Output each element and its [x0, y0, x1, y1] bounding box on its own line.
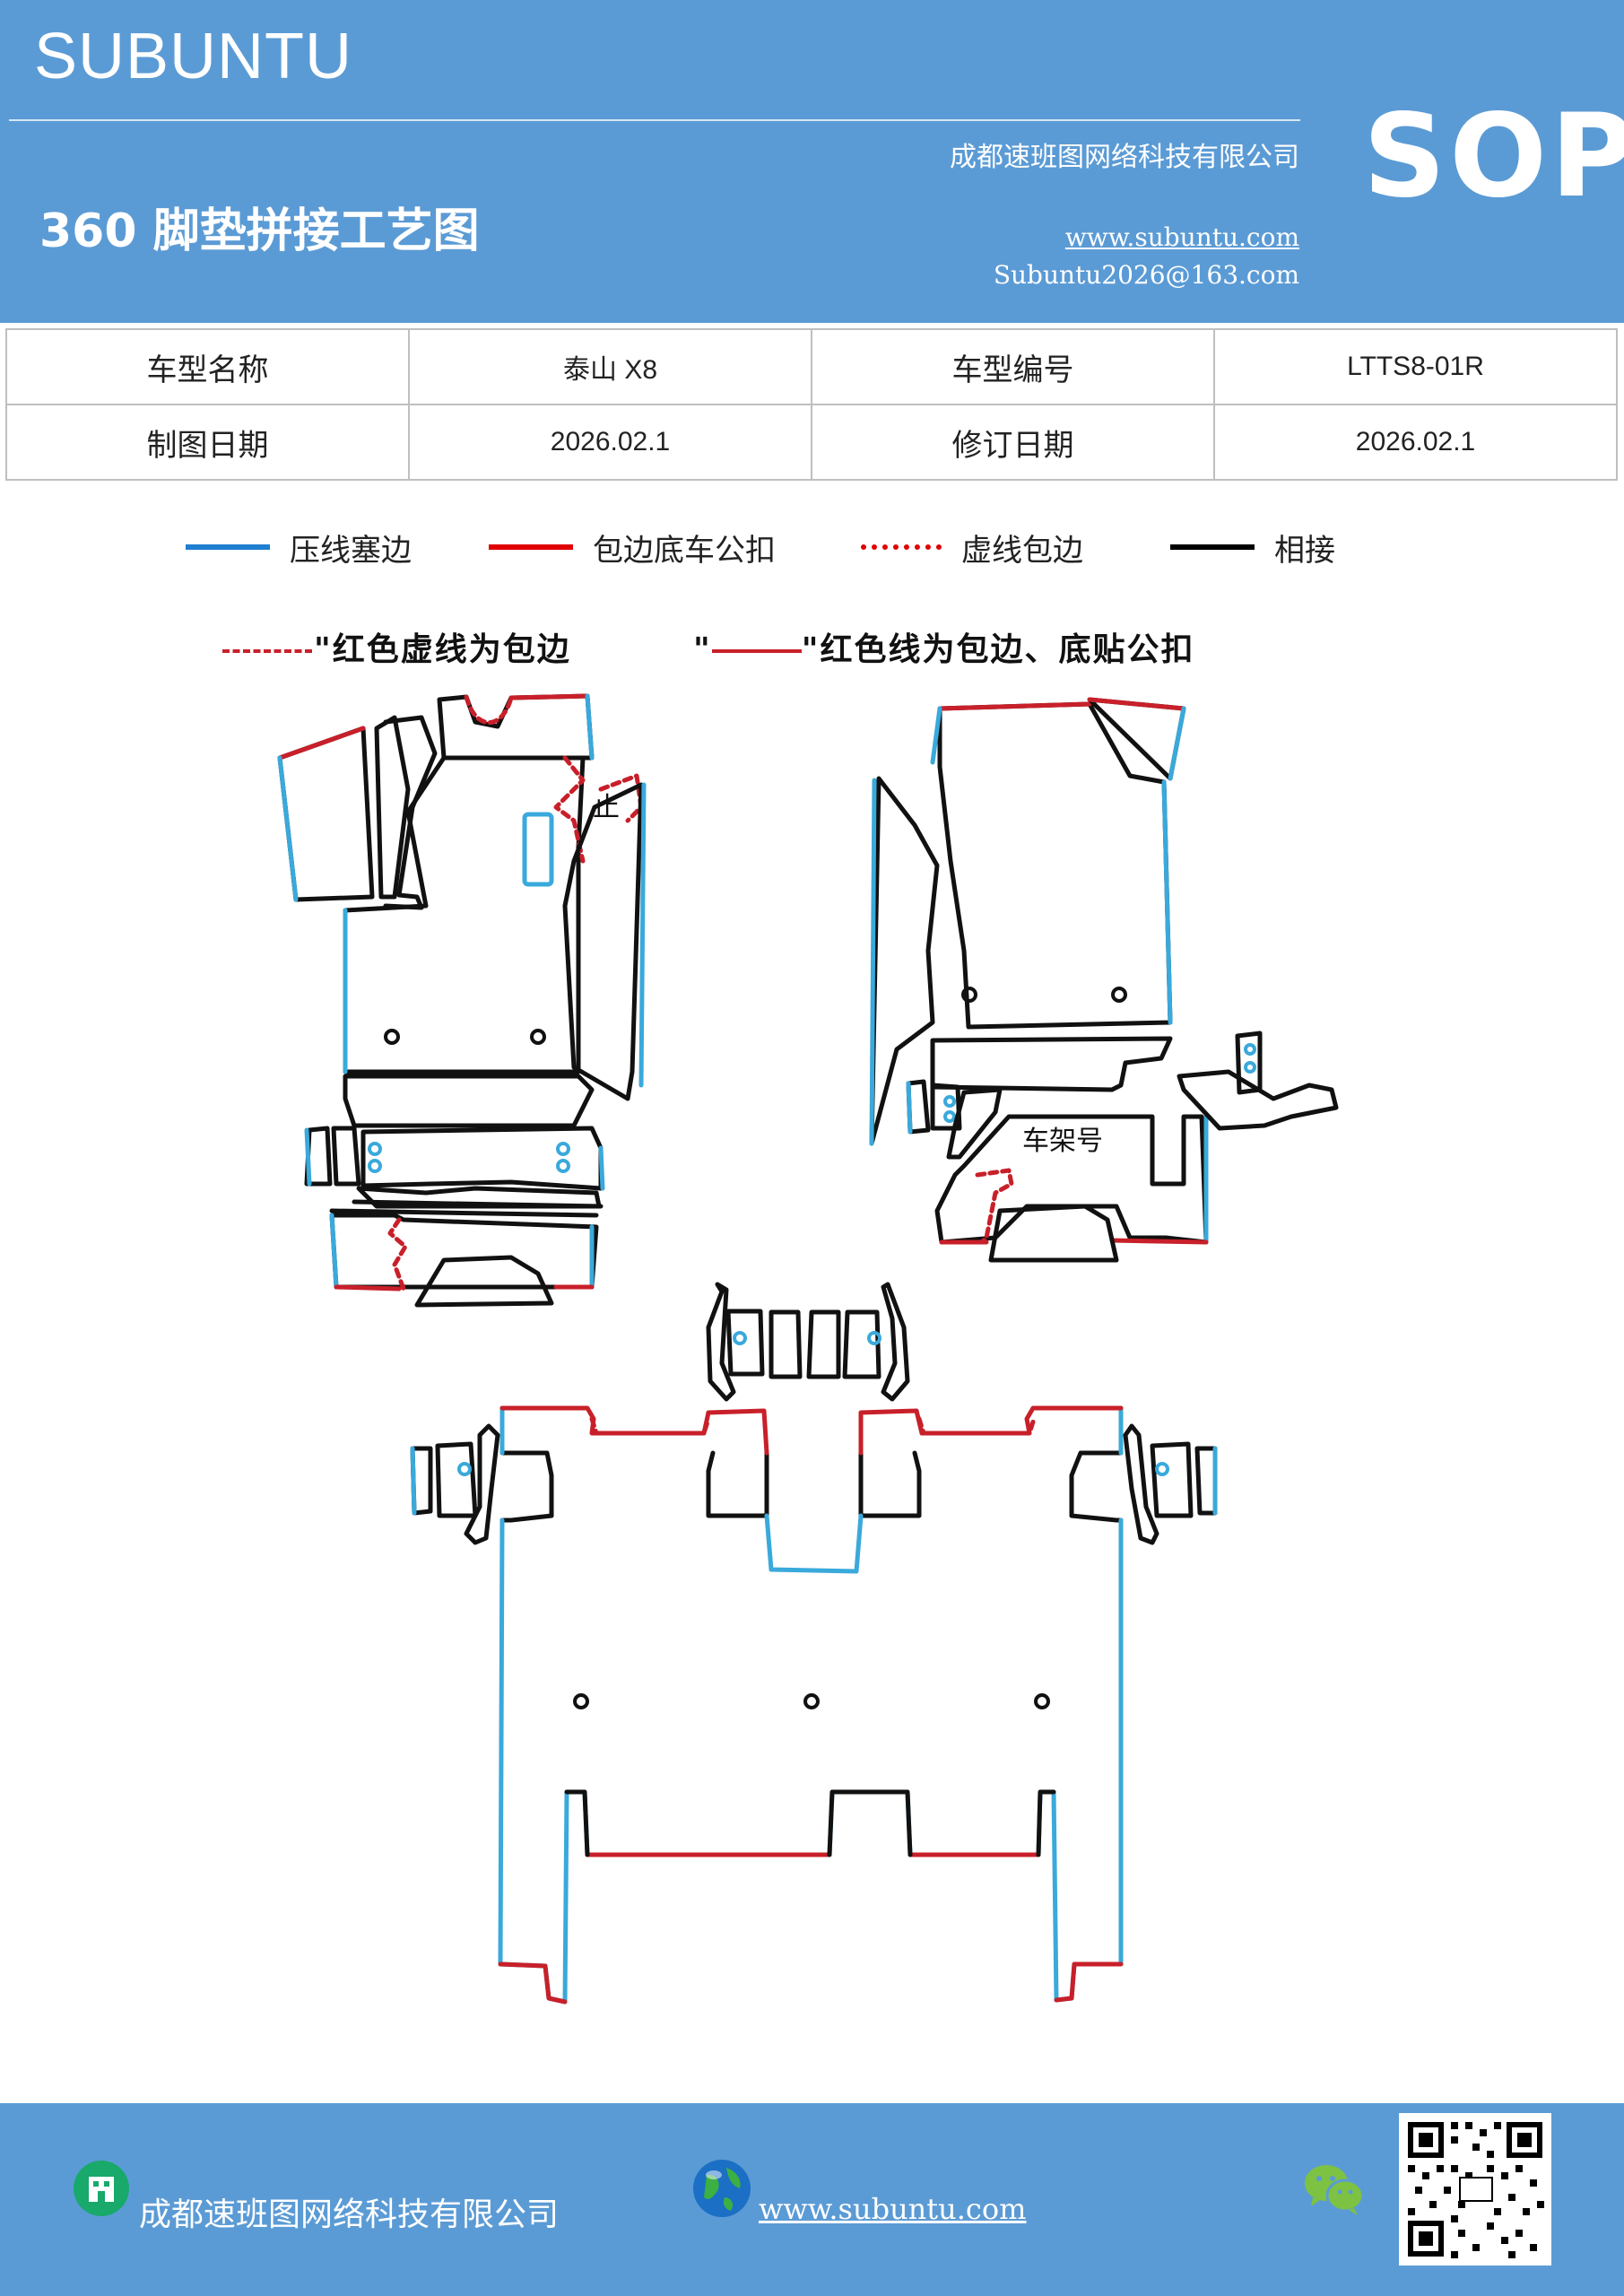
value-cell: LTTS8-01R: [1213, 328, 1618, 405]
label-cell: 车型名称: [5, 328, 410, 405]
legend-item-black: 相接: [1170, 525, 1335, 570]
table-row: 车型名称 泰山 X8 车型编号 LTTS8-01R: [5, 328, 1618, 405]
email-address[interactable]: Subuntu2026@163.com: [993, 260, 1299, 290]
brand-logo: SUBUNTU: [34, 21, 353, 92]
frame-number-label: 车架号: [1022, 1126, 1103, 1157]
vehicle-info-table: 车型名称 泰山 X8 车型编号 LTTS8-01R 制图日期 2026.02.1…: [5, 328, 1618, 481]
note-solid-text: "红色线为包边、底贴公扣: [801, 631, 1195, 668]
solid-sample: [711, 649, 802, 653]
front-left-mat: [277, 693, 647, 1308]
note-dashed-text: "红色虚线为包边: [314, 631, 571, 668]
globe-icon: [693, 2160, 751, 2217]
legend-label: 压线塞边: [290, 532, 412, 569]
legend-label: 包边底车公扣: [593, 532, 776, 569]
building-icon: [74, 2161, 129, 2216]
legend-swatch: [489, 544, 573, 550]
note-solid-quote: ": [693, 631, 712, 668]
note-dashed: "红色虚线为包边: [222, 623, 571, 670]
legend-item-red-dotted: 虚线包边: [861, 525, 1083, 570]
company-name: 成都速班图网络科技有限公司: [950, 142, 1299, 173]
legend-label: 虚线包边: [961, 532, 1083, 569]
legend-swatch: [1170, 544, 1255, 550]
table-row: 制图日期 2026.02.1 修订日期 2026.02.1: [5, 404, 1618, 481]
stop-label: 止: [593, 792, 620, 823]
label-cell: 修订日期: [811, 404, 1215, 481]
wechat-icon: [1305, 2165, 1365, 2215]
value-cell: 2026.02.1: [1213, 404, 1618, 481]
legend-label: 相接: [1274, 532, 1335, 569]
label-cell: 制图日期: [5, 404, 410, 481]
website-link[interactable]: www.subuntu.com: [1064, 222, 1299, 252]
value-cell: 2026.02.1: [408, 404, 812, 481]
sop-badge: SOP: [1363, 90, 1624, 223]
header-divider: [9, 119, 1300, 121]
qr-code[interactable]: [1399, 2113, 1551, 2266]
legend-swatch: [861, 544, 942, 550]
rear-mat: [410, 1282, 1218, 2005]
legend-item-blue: 压线塞边: [186, 525, 412, 570]
footer-company-name: 成都速班图网络科技有限公司: [139, 2196, 560, 2233]
footer-website-link[interactable]: www.subuntu.com: [759, 2192, 1027, 2226]
legend-item-red: 包边底车公扣: [489, 525, 776, 570]
header-banner: [0, 0, 1624, 323]
front-right-mat: [869, 697, 1339, 1263]
value-cell: 泰山 X8: [408, 328, 812, 405]
page-title: 360 脚垫拼接工艺图: [39, 204, 480, 258]
legend-swatch: [186, 544, 270, 550]
note-solid: " "红色线为包边、底贴公扣: [693, 623, 1195, 670]
label-cell: 车型编号: [811, 328, 1215, 405]
dashed-sample: [222, 649, 312, 653]
